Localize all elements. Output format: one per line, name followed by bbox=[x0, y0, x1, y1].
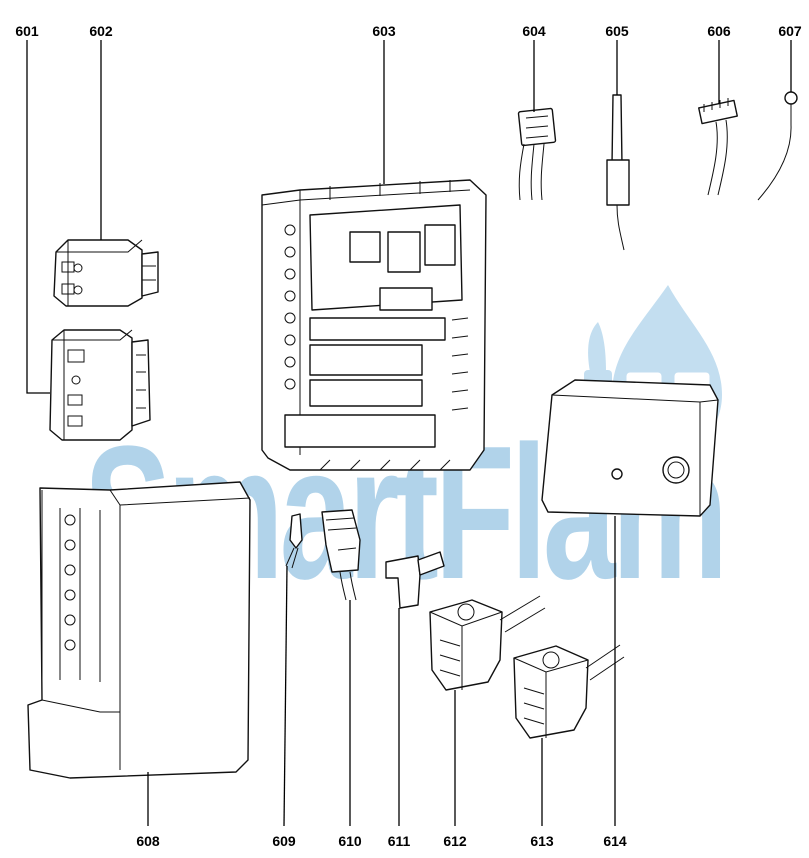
callout-609: 609 bbox=[272, 833, 296, 849]
part-603-control-base bbox=[261, 179, 487, 471]
callout-612: 612 bbox=[443, 833, 467, 849]
callout-611: 611 bbox=[388, 833, 411, 849]
leader-601 bbox=[26, 40, 50, 394]
callout-606: 606 bbox=[707, 23, 731, 39]
part-613-valve-plug bbox=[513, 644, 625, 739]
callout-605: 605 bbox=[605, 23, 629, 39]
part-608-housing-cover bbox=[27, 481, 251, 779]
leader-lines bbox=[26, 40, 792, 827]
part-611-connector bbox=[385, 551, 445, 609]
leader-609 bbox=[283, 565, 288, 827]
callout-614: 614 bbox=[603, 833, 627, 849]
part-614-cover-box bbox=[541, 379, 719, 517]
part-602-relay bbox=[53, 239, 159, 307]
callout-610: 610 bbox=[338, 833, 362, 849]
part-612-valve-plug bbox=[429, 595, 546, 691]
part-609-clip bbox=[285, 513, 303, 569]
callout-602: 602 bbox=[89, 23, 113, 39]
part-610-plug bbox=[321, 509, 361, 601]
callout-603: 603 bbox=[372, 23, 396, 39]
callout-608: 608 bbox=[136, 833, 160, 849]
callout-604: 604 bbox=[522, 23, 546, 39]
callout-613: 613 bbox=[530, 833, 554, 849]
callout-607: 607 bbox=[778, 23, 802, 39]
part-607-ground-wire bbox=[757, 91, 798, 201]
part-604-plug-cable bbox=[517, 107, 557, 201]
part-601-relay-socket bbox=[49, 329, 151, 441]
part-606-connector-cable bbox=[698, 98, 738, 196]
callout-601: 601 bbox=[15, 23, 39, 39]
callout-labels: 601 602 603 604 605 606 607 608 609 610 … bbox=[15, 23, 802, 849]
part-605-sensor-probe bbox=[606, 94, 630, 251]
